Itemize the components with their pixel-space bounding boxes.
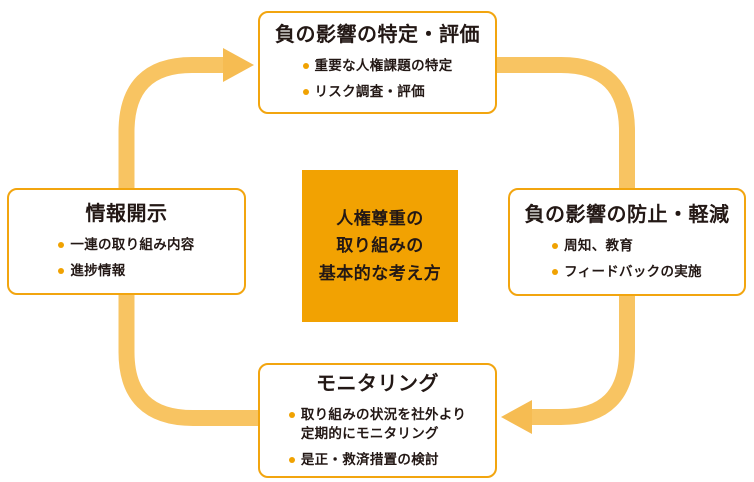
node-disclosure-title: 情報開示 [85,203,168,226]
bullet-text: 進捗情報 [70,263,126,278]
node-identify-assess: 負の影響の特定・評価 重要な人権課題の特定 リスク調査・評価 [258,11,497,114]
bullet-dot-icon [302,63,309,70]
node-prevent-mitigate-bullets: 周知、教育 フィードバックの実施 [552,236,702,281]
band-bottom-to-left [118,293,260,426]
bullet-dot-icon [288,456,295,463]
bullet-text: フィードバックの実施 [564,263,702,279]
node-disclosure-bullets: 一連の取り組み内容 進捗情報 [58,235,194,280]
bullet-item: 取り組みの状況を社外より 定期的にモニタリング [288,405,467,444]
bullet-text: 重要な人権課題の特定 [314,58,453,74]
bullet-dot-icon [58,268,65,274]
bullet-dot-icon [288,411,295,418]
center-concept-text: 人権尊重の 取り組みの 基本的な考え方 [318,209,442,283]
node-identify-assess-bullets: 重要な人権課題の特定 リスク調査・評価 [302,56,453,102]
node-disclosure: 情報開示 一連の取り組み内容 進捗情報 [7,188,246,295]
node-prevent-mitigate-title: 負の影響の防止・軽減 [524,203,730,226]
band-right-to-bottom [531,293,635,425]
bullet-dot-icon [58,242,65,249]
bullet-item: 重要な人権課題の特定 [302,56,453,76]
bullet-dot-icon [552,242,559,249]
bullet-item: リスク調査・評価 [302,82,425,102]
bullet-dot-icon [302,89,309,95]
bullet-item: 一連の取り組み内容 [58,235,194,255]
bullet-text: リスク調査・評価 [314,84,425,99]
arrowhead-right-icon [223,48,254,82]
node-prevent-mitigate: 負の影響の防止・軽減 周知、教育 フィードバックの実施 [508,188,746,296]
node-monitoring-bullets: 取り組みの状況を社外より 定期的にモニタリング 是正・救済措置の検討 [288,405,467,470]
bullet-dot-icon [552,268,559,275]
bullet-item: 周知、教育 [552,236,633,256]
node-monitoring: モニタリング 取り組みの状況を社外より 定期的にモニタリング 是正・救済措置の検… [258,363,497,478]
bullet-text: 一連の取り組み内容 [70,237,195,253]
band-left-to-top [118,57,224,192]
band-top-to-right [495,57,635,192]
node-monitoring-title: モニタリング [316,372,439,395]
bullet-item: 是正・救済措置の検討 [288,450,439,470]
node-identify-assess-title: 負の影響の特定・評価 [275,24,480,47]
center-concept-box: 人権尊重の 取り組みの 基本的な考え方 [302,170,458,322]
arrowhead-left-icon [501,400,532,434]
bullet-item: フィードバックの実施 [552,262,702,282]
bullet-text: 取り組みの状況を社外より 定期的にモニタリング [300,406,467,442]
bullet-text: 是正・救済措置の検討 [300,451,439,467]
bullet-item: 進捗情報 [58,261,125,281]
bullet-text: 周知、教育 [564,237,634,253]
